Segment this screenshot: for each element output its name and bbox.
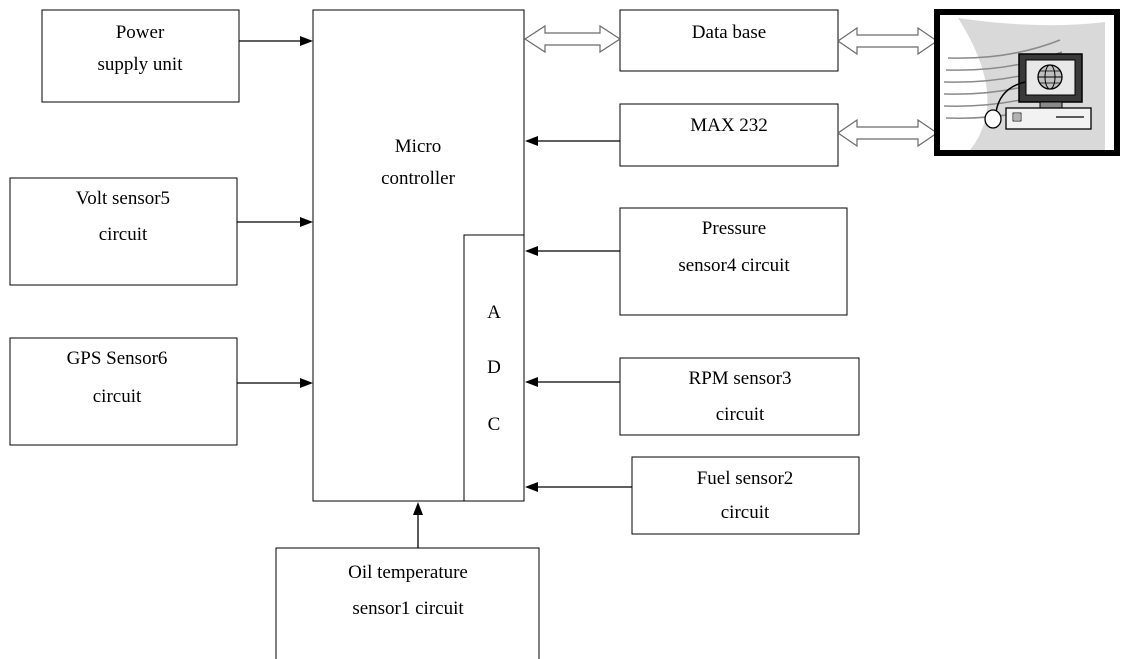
micro-controller-label-line1: Micro bbox=[395, 136, 441, 157]
gps-sensor-label-line2: circuit bbox=[93, 386, 142, 407]
oil-temp-sensor-block: Oil temperature sensor1 circuit bbox=[275, 547, 540, 659]
arrow-oil-to-mcu bbox=[413, 502, 423, 548]
computer-icon bbox=[984, 53, 1092, 130]
max232-block: MAX 232 bbox=[619, 103, 839, 167]
arrow-volt-to-mcu bbox=[237, 217, 313, 227]
arrow-power-to-mcu bbox=[239, 36, 313, 46]
power-supply-label-line1: Power bbox=[116, 22, 165, 43]
double-arrow-database-computer bbox=[836, 26, 939, 56]
pressure-sensor-label-line1: Pressure bbox=[702, 218, 766, 239]
pressure-sensor-block: Pressure sensor4 circuit bbox=[619, 207, 848, 316]
max232-label: MAX 232 bbox=[690, 115, 768, 136]
arrow-fuel-to-adc bbox=[525, 482, 632, 492]
adc-block: A D C bbox=[463, 234, 525, 502]
double-arrow-mcu-database bbox=[523, 24, 622, 54]
power-supply-label-line2: supply unit bbox=[98, 54, 184, 75]
volt-sensor-label-line2: circuit bbox=[99, 224, 148, 245]
fuel-sensor-label-line1: Fuel sensor2 bbox=[697, 468, 794, 489]
adc-letter-c: C bbox=[488, 414, 501, 435]
arrow-max232-to-mcu bbox=[525, 136, 620, 146]
rpm-sensor-label-line2: circuit bbox=[716, 404, 765, 425]
oil-temp-sensor-label-line2: sensor1 circuit bbox=[352, 598, 464, 619]
adc-letter-a: A bbox=[487, 302, 501, 323]
fuel-sensor-label-line2: circuit bbox=[721, 502, 770, 523]
power-supply-block: Power supply unit bbox=[41, 9, 240, 103]
pressure-sensor-label-line2: sensor4 circuit bbox=[678, 255, 790, 276]
globe-icon bbox=[1037, 64, 1063, 90]
database-label: Data base bbox=[692, 22, 766, 43]
database-block: Data base bbox=[619, 9, 839, 72]
rpm-sensor-block: RPM sensor3 circuit bbox=[619, 357, 860, 436]
volt-sensor-label-line1: Volt sensor5 bbox=[76, 188, 170, 209]
arrow-rpm-to-adc bbox=[525, 377, 620, 387]
gps-sensor-block: GPS Sensor6 circuit bbox=[9, 337, 238, 446]
adc-letter-d: D bbox=[487, 357, 501, 378]
gps-sensor-label-line1: GPS Sensor6 bbox=[67, 348, 168, 369]
volt-sensor-block: Volt sensor5 circuit bbox=[9, 177, 238, 286]
arrow-pressure-to-adc bbox=[525, 246, 620, 256]
computer-panel bbox=[934, 9, 1120, 156]
oil-temp-sensor-label-line1: Oil temperature bbox=[348, 562, 468, 583]
rpm-sensor-label-line1: RPM sensor3 bbox=[689, 368, 792, 389]
micro-controller-label-line2: controller bbox=[381, 168, 456, 189]
fuel-sensor-block: Fuel sensor2 circuit bbox=[631, 456, 860, 535]
double-arrow-max232-computer bbox=[836, 118, 939, 148]
arrow-gps-to-mcu bbox=[237, 378, 313, 388]
